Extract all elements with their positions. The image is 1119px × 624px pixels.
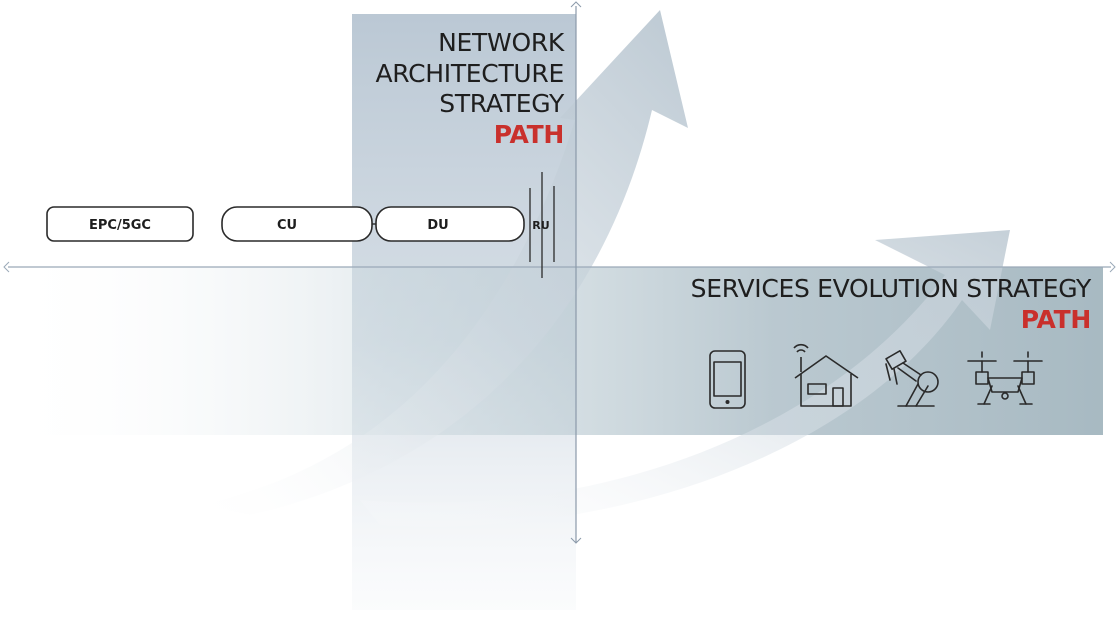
services-heading-line: SERVICES EVOLUTION STRATEGY [690, 274, 1092, 303]
network-growth-arrow [200, 10, 688, 515]
network-heading-line-3: STRATEGY [439, 89, 564, 118]
axis-arrow-down-icon [570, 537, 582, 544]
network-heading-accent: PATH [493, 119, 565, 149]
network-heading-line-1: NETWORK [438, 28, 564, 57]
drone-icon [967, 351, 1043, 405]
axis-arrow-left-icon [3, 261, 10, 273]
node-epc-label: EPC/5GC [89, 218, 151, 233]
node-du-label: DU [427, 218, 448, 233]
network-heading-line-2: ARCHITECTURE [375, 58, 564, 88]
smart-home-icon [793, 343, 859, 407]
smartphone-icon [709, 350, 746, 409]
node-ru-label: RU [532, 219, 549, 232]
axis-arrow-right-icon [1109, 261, 1116, 273]
services-growth-arrow [360, 230, 1010, 527]
node-epc: EPC/5GC [46, 206, 194, 242]
node-cu-label: CU [277, 218, 297, 233]
axis-arrow-up-icon [570, 1, 582, 8]
services-strategy-heading: SERVICES EVOLUTION STRATEGY PATH [690, 274, 1092, 335]
services-heading-accent: PATH [1020, 304, 1092, 334]
node-ru: RU [529, 172, 555, 278]
node-du: DU [375, 206, 525, 242]
network-strategy-heading: NETWORK ARCHITECTURE STRATEGY PATH [375, 28, 564, 150]
robot-arm-icon [885, 350, 939, 407]
node-cu: CU [221, 206, 373, 242]
